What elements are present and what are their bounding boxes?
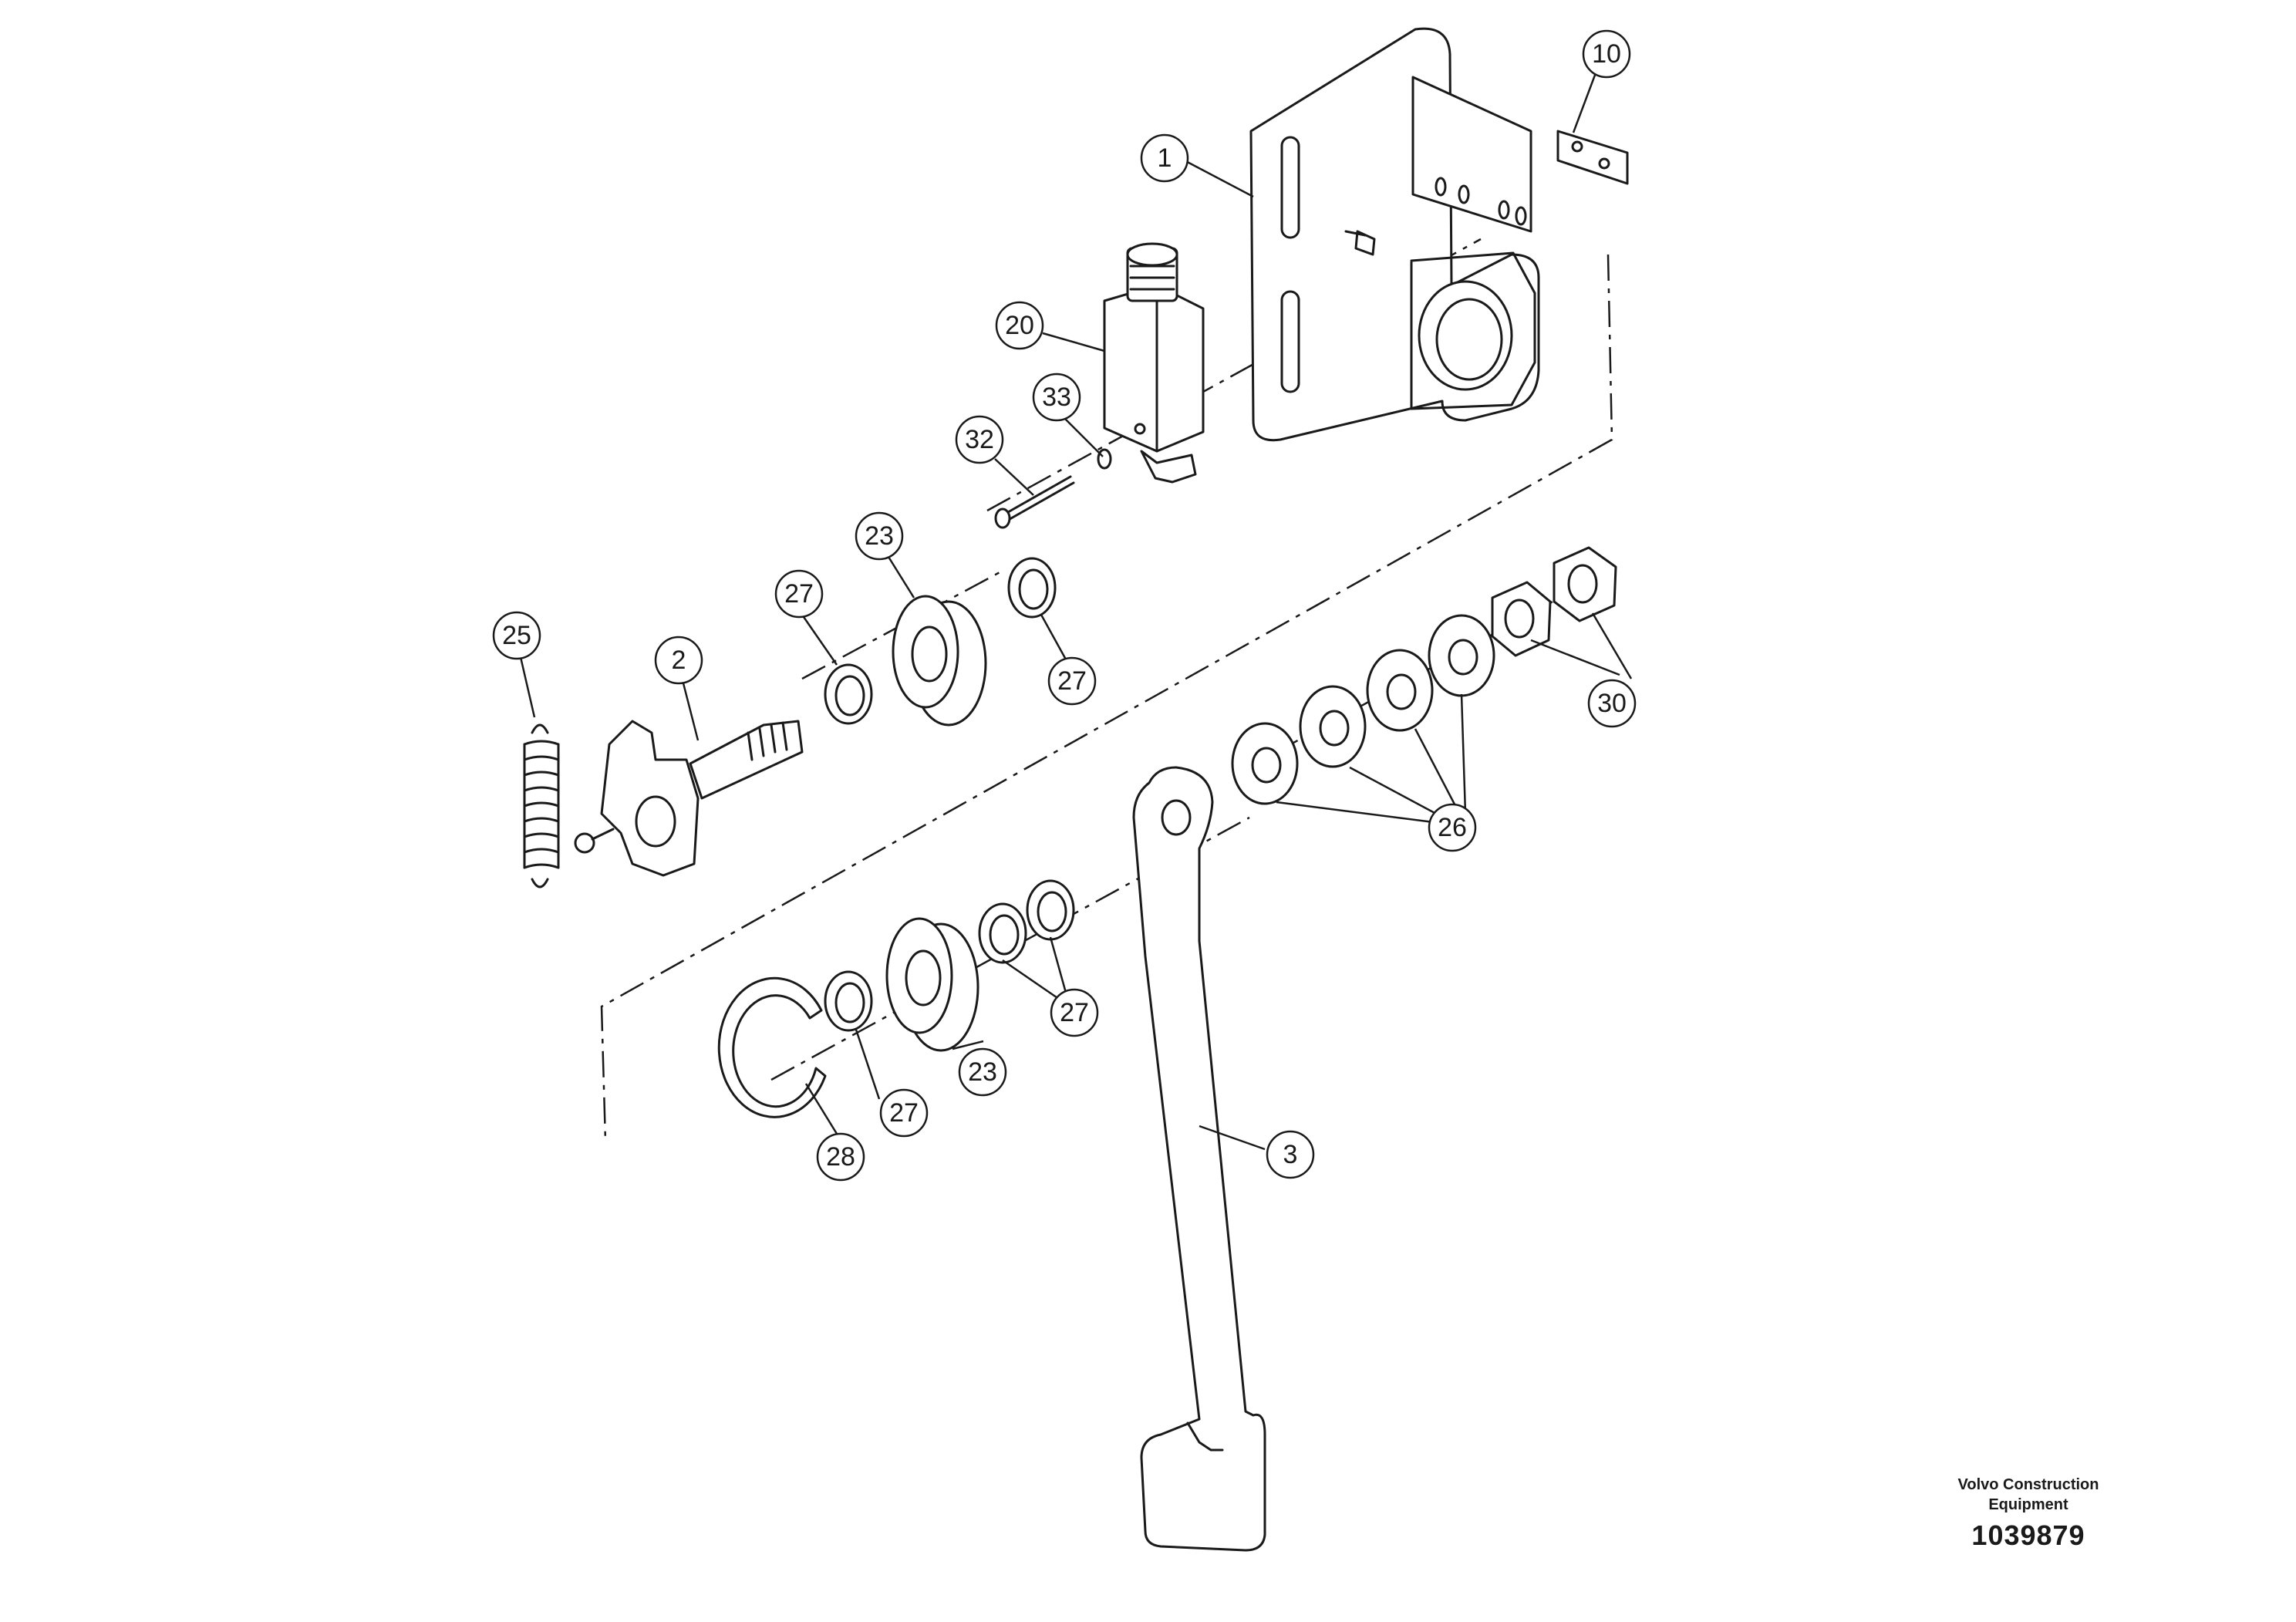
callout-27-upper-left-label: 27: [784, 579, 814, 609]
callout-26-label: 26: [1438, 813, 1467, 842]
callout-27-upper-right: 27: [1047, 656, 1097, 706]
callout-28-label: 28: [826, 1142, 855, 1172]
callout-33: 33: [1032, 373, 1081, 422]
callout-23-lower-label: 23: [968, 1057, 997, 1087]
bearing-lower-part: [885, 917, 979, 1052]
callout-1-label: 1: [1158, 143, 1172, 173]
callout-32-label: 32: [965, 425, 994, 454]
washer-26-a-part: [1231, 722, 1299, 805]
callout-25-label: 25: [502, 621, 531, 650]
screw-part: [994, 448, 1112, 529]
switch-part: [1103, 242, 1205, 484]
callout-1: 1: [1140, 133, 1189, 183]
callout-20-label: 20: [1005, 311, 1034, 340]
callout-26: 26: [1428, 803, 1477, 852]
washer-26-c-part: [1366, 649, 1434, 732]
bearing-upper-part: [892, 595, 987, 727]
callout-23-upper: 23: [855, 511, 904, 561]
drawing-number: 1039879: [1971, 1519, 2085, 1551]
washer-lower-c-part: [824, 970, 873, 1032]
callout-3: 3: [1266, 1130, 1315, 1179]
callout-27-upper-right-label: 27: [1057, 666, 1087, 696]
callout-10-label: 10: [1592, 39, 1621, 69]
mounting-plate-part: [1249, 27, 1540, 442]
callout-27-lower-left-label: 27: [889, 1098, 919, 1128]
callout-10: 10: [1582, 29, 1631, 79]
callout-3-label: 3: [1283, 1140, 1298, 1169]
callout-33-label: 33: [1042, 383, 1071, 412]
small-plate-part: [1411, 76, 1629, 233]
leader-lines: [519, 70, 1633, 1151]
pedal-arm-part: [1132, 766, 1266, 1552]
callout-28: 28: [816, 1132, 865, 1182]
manufacturer-label: Volvo Construction Equipment 1039879: [1897, 1475, 2159, 1552]
nut-b-part: [1553, 546, 1617, 622]
washer-26-d-part: [1428, 614, 1495, 697]
callout-27-upper-left: 27: [774, 569, 824, 619]
callout-20: 20: [995, 301, 1044, 350]
washer-lower-a-part: [978, 902, 1027, 964]
manufacturer-name: Volvo Construction Equipment: [1957, 1476, 2099, 1513]
callout-27-lower-right: 27: [1050, 988, 1099, 1037]
callout-32: 32: [955, 415, 1004, 464]
washer-upper-right-part: [1007, 557, 1057, 619]
nut-a-part: [1491, 581, 1552, 657]
callout-23-lower: 23: [958, 1047, 1007, 1097]
washer-lower-b-part: [1026, 879, 1075, 941]
retaining-ring-part: [717, 976, 827, 1118]
washer-26-b-part: [1299, 685, 1367, 768]
callout-30: 30: [1587, 679, 1637, 728]
callout-2: 2: [654, 636, 703, 685]
spring-part: [523, 723, 560, 889]
callout-27-lower-left: 27: [879, 1088, 929, 1138]
callout-25: 25: [492, 611, 541, 660]
washer-upper-left-part: [824, 663, 873, 725]
callout-27-lower-right-label: 27: [1060, 998, 1089, 1027]
pivot-shaft-part: [574, 720, 804, 877]
callout-30-label: 30: [1597, 689, 1627, 718]
callout-2-label: 2: [672, 646, 686, 675]
callout-23-upper-label: 23: [865, 521, 894, 551]
